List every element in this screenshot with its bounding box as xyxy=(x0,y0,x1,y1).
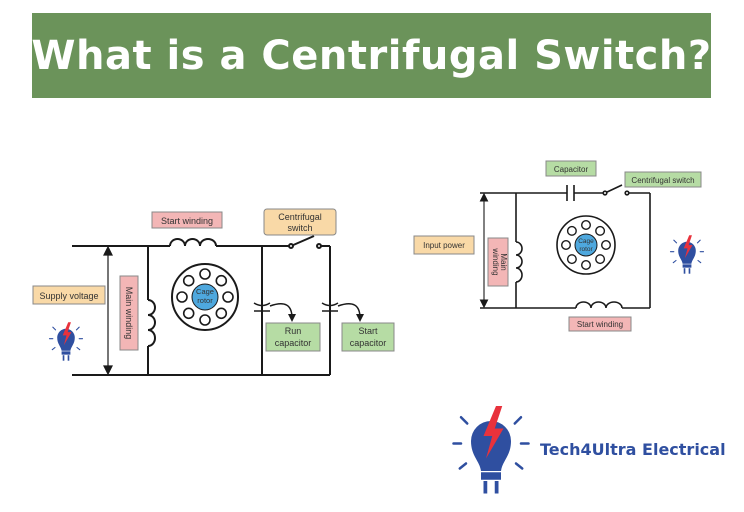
title-banner: What is a Centrifugal Switch? xyxy=(31,13,712,98)
rotor-bar xyxy=(199,268,211,280)
svg-text:Run: Run xyxy=(285,326,302,336)
right-capacitor-label: Capacitor xyxy=(545,160,597,177)
right-capacitor-symbol xyxy=(566,185,575,201)
svg-text:Centrifugal: Centrifugal xyxy=(278,212,322,222)
left-cage-rotor: Cage rotor xyxy=(171,263,239,331)
start-capacitor-label: Start capacitor xyxy=(341,322,395,352)
lightbulb-plug-logo-icon xyxy=(452,404,530,495)
svg-text:winding: winding xyxy=(491,247,500,275)
rotor-bar xyxy=(215,274,228,287)
right-start-winding-coil xyxy=(575,301,623,309)
rotor-bar xyxy=(595,254,606,265)
left-main-winding-label: Main winding xyxy=(119,275,139,351)
svg-text:Start winding: Start winding xyxy=(161,216,213,226)
svg-text:Input power: Input power xyxy=(423,241,465,250)
right-main-winding-label: Main winding xyxy=(487,237,509,287)
rotor-bar xyxy=(566,225,577,236)
rotor-bar xyxy=(601,239,612,250)
left-supply-arrow xyxy=(103,245,113,376)
right-rotor-label-1: Cage xyxy=(578,238,594,245)
left-rotor-label-1: Cage xyxy=(196,287,214,296)
svg-text:switch: switch xyxy=(287,223,312,233)
rotor-bar xyxy=(581,219,592,230)
page-title: What is a Centrifugal Switch? xyxy=(31,32,712,79)
svg-text:Start winding: Start winding xyxy=(577,320,623,329)
left-capacitor-arrowheads xyxy=(288,314,364,322)
rotor-bar xyxy=(199,314,211,326)
left-start-winding-label: Start winding xyxy=(151,211,223,229)
rotor-bar xyxy=(182,274,195,287)
svg-text:Start: Start xyxy=(358,326,378,336)
rotor-bar xyxy=(595,225,606,236)
right-start-winding-label: Start winding xyxy=(568,316,632,332)
svg-text:Main: Main xyxy=(499,253,508,270)
left-capacitor-symbols xyxy=(253,302,361,319)
rotor-bar xyxy=(215,307,228,320)
right-centrifugal-switch-label: Centrifugal switch xyxy=(624,171,702,188)
left-main-winding-coil xyxy=(147,299,156,347)
rotor-bar xyxy=(222,291,234,303)
brand-name: Tech4Ultra Electrical xyxy=(540,440,726,459)
supply-voltage-label: Supply voltage xyxy=(32,285,106,305)
rotor-bar xyxy=(566,254,577,265)
left-rotor-label-2: rotor xyxy=(197,296,213,305)
svg-text:Supply voltage: Supply voltage xyxy=(39,291,98,301)
right-cage-rotor: Cage rotor xyxy=(556,215,616,275)
rotor-bar xyxy=(561,239,572,250)
right-rotor-label-2: rotor xyxy=(579,246,593,253)
lightbulb-plug-logo-icon xyxy=(669,234,705,275)
svg-text:capacitor: capacitor xyxy=(275,338,312,348)
svg-text:Centrifugal switch: Centrifugal switch xyxy=(631,176,694,185)
rotor-bar xyxy=(581,260,592,271)
run-capacitor-label: Run capacitor xyxy=(265,322,321,352)
left-start-winding-coil xyxy=(169,238,217,247)
rotor-bar xyxy=(176,291,188,303)
right-input-arrow xyxy=(479,192,489,309)
left-centrifugal-switch-label: Centrifugal switch xyxy=(263,208,337,236)
svg-text:capacitor: capacitor xyxy=(350,338,387,348)
input-power-label: Input power xyxy=(413,235,475,255)
lightbulb-plug-logo-icon xyxy=(48,321,84,362)
svg-text:Capacitor: Capacitor xyxy=(554,165,589,174)
svg-text:Main winding: Main winding xyxy=(124,287,134,340)
rotor-bar xyxy=(182,307,195,320)
right-main-winding-coil xyxy=(515,241,523,283)
right-circuit xyxy=(480,184,651,309)
